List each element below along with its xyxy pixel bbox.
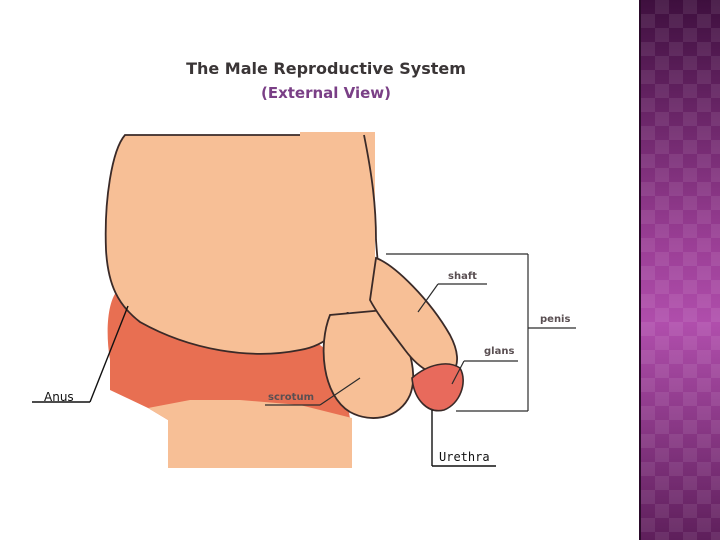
shaft-pointer: [417, 283, 439, 313]
urethra-label: Urethra: [439, 450, 490, 464]
leg-region: [148, 400, 352, 468]
glans-shape: [411, 363, 464, 412]
anus-pointer: [89, 305, 129, 403]
penis-label: penis: [540, 314, 570, 325]
glans-pointer: [451, 360, 465, 385]
diagram-subtitle: (External View): [261, 84, 391, 102]
torso-fill: [300, 132, 375, 312]
diagram-title: The Male Reproductive System: [186, 59, 466, 78]
reproductive-diagram: The Male Reproductive System (External V…: [32, 59, 576, 468]
decorative-side-band: [641, 0, 720, 540]
glans-label: glans: [484, 346, 514, 357]
anus-label: Anus: [44, 390, 74, 404]
shaft-label: shaft: [448, 271, 477, 282]
buttock-shape: [104, 134, 353, 355]
scrotum-label: scrotum: [268, 392, 314, 403]
scrotum-pointer: [319, 377, 361, 406]
side-band-edge: [639, 0, 641, 540]
